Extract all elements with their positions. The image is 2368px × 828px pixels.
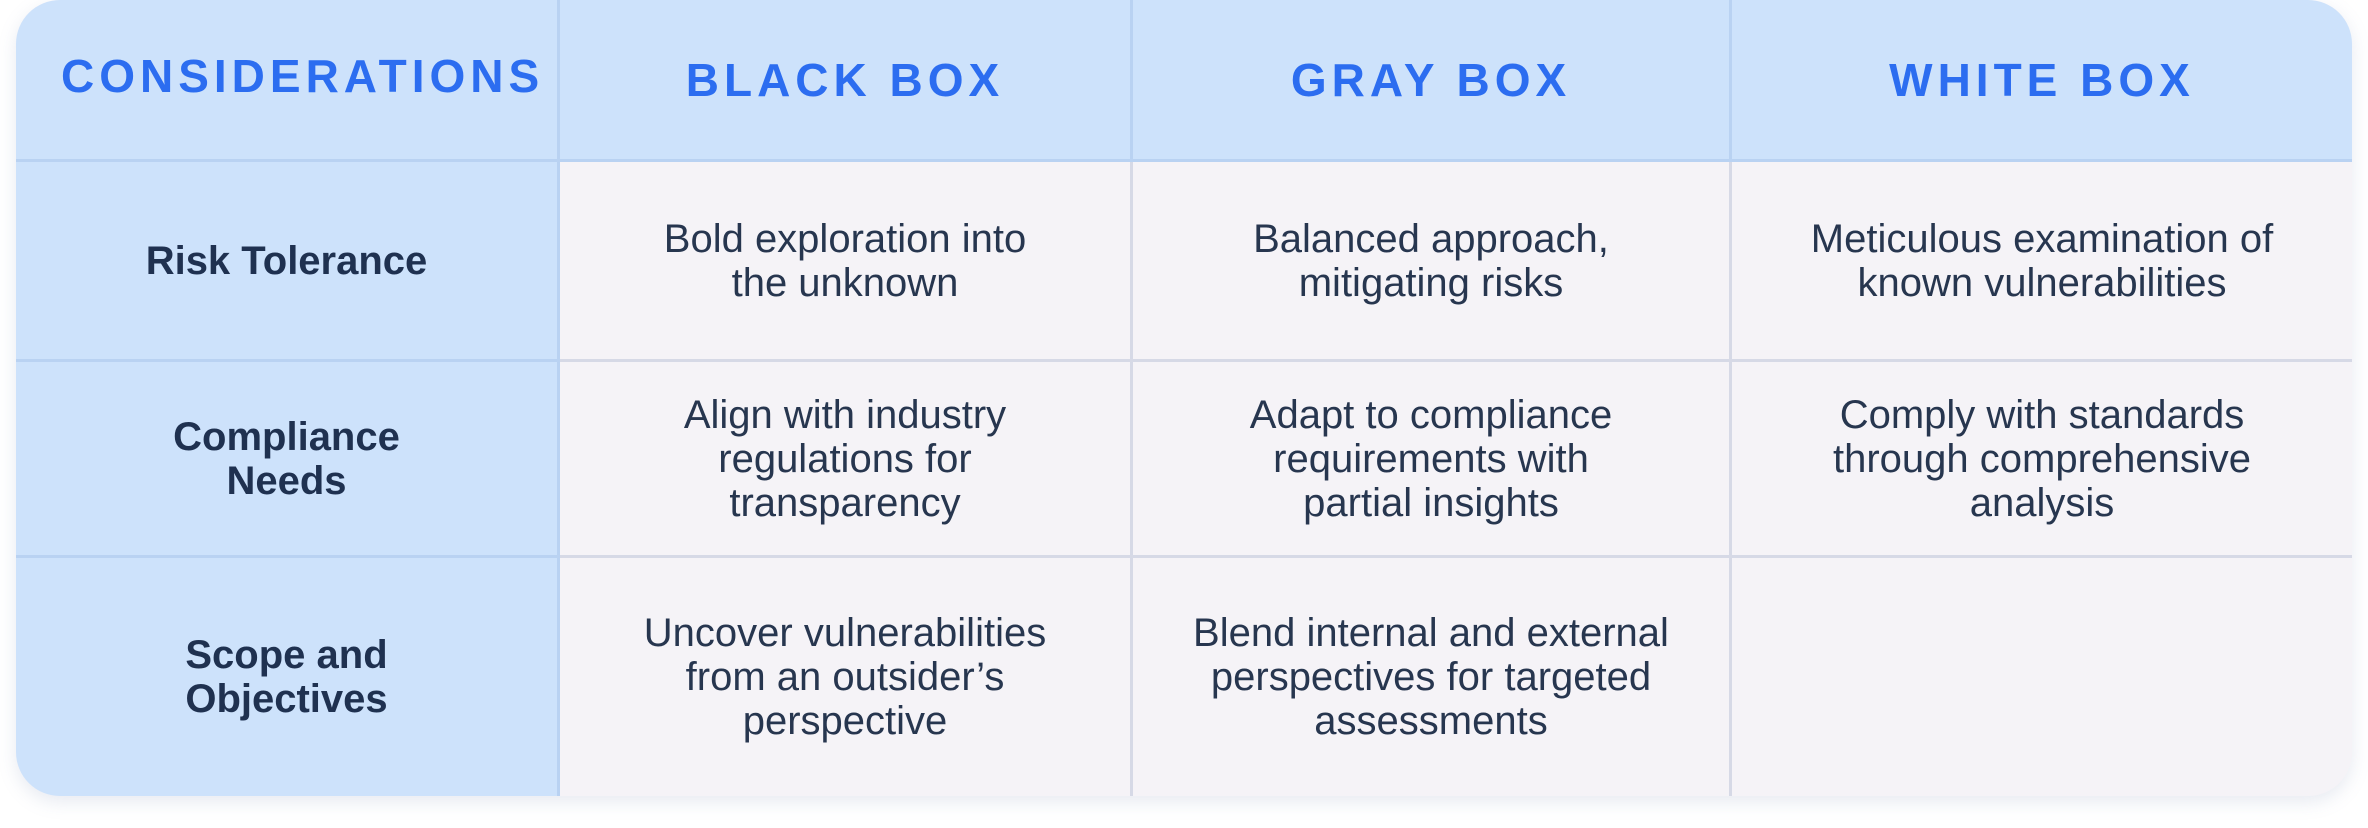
- header-gray-box: GRAY BOX: [1133, 0, 1732, 162]
- header-considerations: CONSIDERATIONS: [16, 0, 560, 162]
- cell-text: Balanced approach, mitigating risks: [1253, 216, 1609, 305]
- cell-text: Uncover vulnerabilities from an outsider…: [643, 611, 1047, 743]
- header-black-box-text: BLACK BOX: [685, 53, 1005, 106]
- cell-text: Blend internal and external perspectives…: [1193, 611, 1669, 743]
- row-label-scope-objectives: Scope and Objectives: [16, 558, 560, 796]
- row-label-text: Risk Tolerance: [145, 238, 428, 283]
- header-white-box-text: WHITE BOX: [1889, 53, 2195, 106]
- cell-text: Bold exploration into the unknown: [663, 216, 1027, 305]
- cell-compliance-gray: Adapt to compliance requirements with pa…: [1133, 362, 1732, 558]
- cell-compliance-black: Align with industry regulations for tran…: [560, 362, 1133, 558]
- cell-compliance-white: Comply with standards through comprehens…: [1732, 362, 2352, 558]
- cell-risk-black: Bold exploration into the unknown: [560, 162, 1133, 362]
- cell-risk-white: Meticulous examination of known vulnerab…: [1732, 162, 2352, 362]
- header-black-box: BLACK BOX: [560, 0, 1133, 162]
- cell-scope-gray: Blend internal and external perspectives…: [1133, 558, 1732, 796]
- cell-text: Comply with standards through comprehens…: [1832, 392, 2252, 525]
- comparison-table: CONSIDERATIONS BLACK BOX GRAY BOX WHITE …: [16, 0, 2352, 796]
- comparison-table-card: CONSIDERATIONS BLACK BOX GRAY BOX WHITE …: [16, 0, 2352, 796]
- cell-scope-white: [1732, 558, 2352, 796]
- cell-text: Adapt to compliance requirements with pa…: [1249, 392, 1613, 525]
- header-considerations-text: CONSIDERATIONS: [61, 49, 545, 102]
- cell-risk-gray: Balanced approach, mitigating risks: [1133, 162, 1732, 362]
- row-label-text: Scope and Objectives: [185, 633, 388, 721]
- header-white-box: WHITE BOX: [1732, 0, 2352, 162]
- header-gray-box-text: GRAY BOX: [1290, 53, 1572, 106]
- row-label-compliance-needs: Compliance Needs: [16, 362, 560, 558]
- row-label-risk-tolerance: Risk Tolerance: [16, 162, 560, 362]
- cell-text: Meticulous examination of known vulnerab…: [1810, 216, 2274, 305]
- cell-text: Align with industry regulations for tran…: [683, 392, 1007, 525]
- cell-scope-black: Uncover vulnerabilities from an outsider…: [560, 558, 1133, 796]
- row-label-text: Compliance Needs: [173, 414, 400, 503]
